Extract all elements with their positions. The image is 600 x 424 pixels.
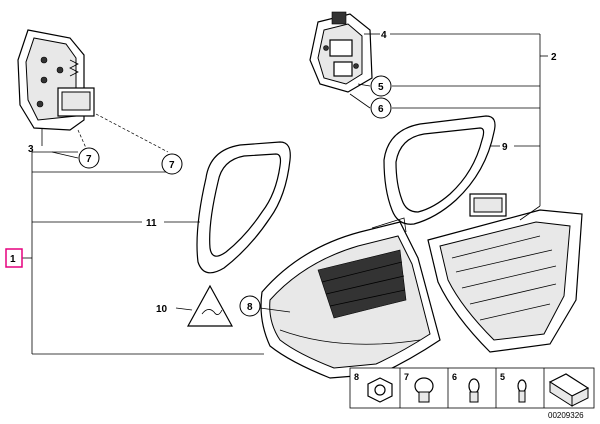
callout-1-highlight <box>5 248 23 268</box>
socket-group-part <box>309 11 373 93</box>
inner-tail-light-part <box>427 193 583 353</box>
callout-3: 3 <box>28 144 34 155</box>
legend-strip: 8 7 6 5 <box>349 367 595 409</box>
callout-7a: 7 <box>86 154 92 165</box>
legend-item-5: 5 <box>500 372 527 403</box>
bulb-small-icon <box>468 378 480 403</box>
bulb-holder-part <box>17 29 95 131</box>
callout-11: 11 <box>146 218 157 229</box>
callout-2: 2 <box>551 52 557 63</box>
nut-icon <box>367 377 393 403</box>
callout-9: 9 <box>502 142 508 153</box>
callout-5: 5 <box>378 82 384 93</box>
outer-tail-light-part <box>260 217 441 379</box>
legend-item-6: 6 <box>452 372 480 403</box>
leader-lines <box>22 33 548 355</box>
gasket-outer-part <box>196 141 291 274</box>
svg-text:7: 7 <box>404 372 409 382</box>
bulb-large-icon <box>414 377 434 403</box>
svg-text:5: 5 <box>500 372 505 382</box>
callout-1: 1 <box>10 254 16 265</box>
callout-8: 8 <box>247 302 253 313</box>
svg-text:6: 6 <box>452 372 457 382</box>
gasket-inner-part <box>383 115 496 225</box>
callout-6: 6 <box>378 104 384 115</box>
callout-10: 10 <box>156 304 168 315</box>
legend-item-7: 7 <box>404 372 434 403</box>
callout-labels: 1 3 7 7 11 4 5 6 2 9 8 10 <box>5 30 557 317</box>
svg-text:8: 8 <box>354 372 359 382</box>
bulb-wedge-icon <box>517 379 527 403</box>
diagram-code: 00209326 <box>548 411 584 420</box>
warning-label-part <box>186 284 234 327</box>
callout-7b: 7 <box>169 160 175 171</box>
callout-4: 4 <box>381 30 387 41</box>
legend-item-8: 8 <box>354 372 393 403</box>
dimension-icon <box>548 373 590 407</box>
